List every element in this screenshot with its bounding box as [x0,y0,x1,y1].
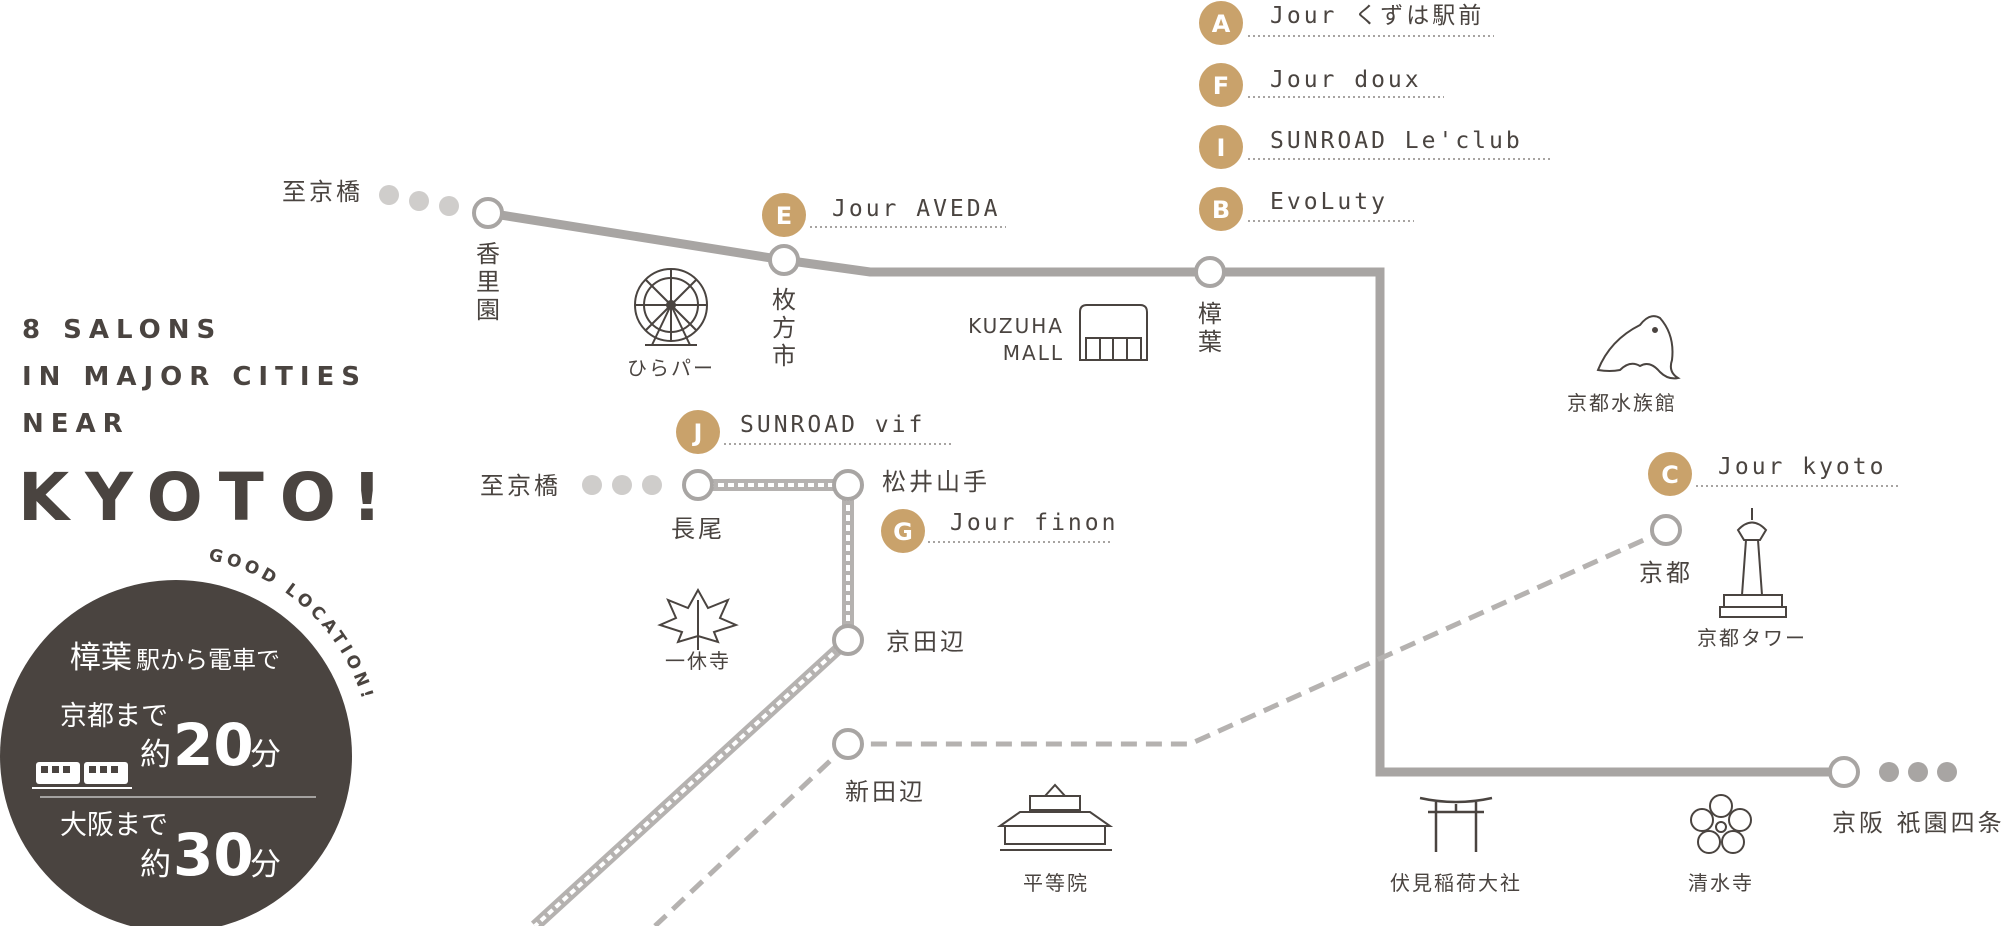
station-hirakatashi [768,244,800,276]
osaka-approx: 約 [140,847,171,883]
kyoto-minutes: 20 [173,711,254,779]
sakura-icon [1690,794,1752,854]
salon-E[interactable]: E Jour AVEDA [762,193,1006,237]
label-aquarium: 京都水族館 [1567,391,1677,415]
label-hirapa: ひらパー [627,356,715,380]
label-shintanabe: 新田辺 [845,778,926,806]
salon-F[interactable]: F Jour doux [1199,63,1444,107]
circle-line1-small: 駅から電車で [136,646,280,674]
salon-name: Jour kyoto [1718,454,1886,480]
station-kyotanabe [832,624,864,656]
label-hirakatashi-2: 方 [772,314,796,342]
travel-time-circle [0,580,352,926]
svg-text:I: I [1217,134,1226,162]
headline-line3: NEAR [22,409,130,439]
salon-A[interactable]: A Jour くずは駅前 [1199,1,1494,45]
salon-C[interactable]: C Jour kyoto [1648,452,1898,496]
label-kuzuha-2: 葉 [1198,328,1222,356]
station-matsuiyamate [832,469,864,501]
osaka-label: 大阪まで [60,810,168,841]
station-nagao [682,469,714,501]
label-hirakatashi-1: 枚 [772,286,796,314]
train-icon [32,762,132,789]
label-kiyomizu: 清水寺 [1688,871,1754,895]
label-hirakatashi-3: 市 [772,342,796,370]
label-fushimi: 伏見稲荷大社 [1390,871,1522,895]
label-kyoto: 京都 [1639,559,1693,587]
salon-badge [762,193,806,237]
label-kourien-1: 香 [476,240,500,268]
svg-text:F: F [1213,72,1229,100]
circle-line1-big: 樟葉 [70,640,132,676]
salon-badge [1199,125,1243,169]
svg-text:B: B [1212,196,1230,224]
station-kuzuha [1194,256,1226,288]
salon-I[interactable]: I SUNROAD Le'club [1199,125,1551,169]
label-kourien-2: 里 [476,268,500,296]
dolphin-icon [1596,315,1681,380]
ferris-wheel-icon [634,268,708,346]
label-kourien-3: 園 [476,296,500,324]
salon-G[interactable]: G Jour finon [881,509,1118,553]
salon-name: Jour AVEDA [832,196,1000,222]
mall-icon [1079,304,1148,361]
torii-icon [1419,796,1493,852]
salon-badge [676,410,720,454]
osaka-unit: 分 [250,847,281,883]
label-kuzuha-mall-1: KUZUHA [968,314,1064,338]
salon-B[interactable]: B EvoLuty [1199,187,1414,231]
salon-name: EvoLuty [1270,189,1388,215]
svg-text:G: G [893,518,913,546]
label-kuzuha-mall-2: MALL [1003,341,1064,365]
kyoto-approx: 約 [140,737,171,773]
salon-J[interactable]: J SUNROAD vif [676,410,952,454]
label-kyoto-tower: 京都タワー [1697,626,1807,650]
svg-text:E: E [776,202,792,230]
osaka-minutes: 30 [173,821,254,889]
station-kourien [472,197,504,229]
byodoin-icon [996,783,1114,851]
headline-big: KYOTO! [18,459,398,536]
salon-name: SUNROAD Le'club [1270,128,1523,154]
headline-line2: IN MAJOR CITIES [22,362,367,392]
salon-badge [1648,452,1692,496]
label-gion: 京阪 祇園四条 [1832,809,2005,837]
headline-line1: 8 SALONS [22,315,222,345]
maple-leaf-icon [657,587,739,650]
svg-text:J: J [692,419,703,447]
label-kyotanabe: 京田辺 [886,628,967,656]
continuation-dots-gion [1879,762,1957,782]
salon-name: Jour finon [950,510,1118,536]
salon-badge [1199,63,1243,107]
katamachi-line [530,479,854,926]
label-ikkyuji: 一休寺 [665,649,731,673]
label-to-kyobashi-top: 至京橋 [282,178,363,206]
svg-text:C: C [1661,461,1679,489]
station-kyoto [1650,514,1682,546]
kyoto-label: 京都まで [60,701,168,732]
label-kuzuha-1: 樟 [1198,300,1222,328]
label-matsuiyamate: 松井山手 [882,468,990,496]
salon-badge [881,509,925,553]
salon-name: SUNROAD vif [740,412,925,438]
kyoto-unit: 分 [250,737,281,773]
continuation-dots-kyobashi-top [379,185,459,216]
label-nagao: 長尾 [671,515,725,543]
salon-badge [1199,1,1243,45]
salon-name: Jour doux [1270,67,1422,93]
kyoto-tower-icon [1719,508,1787,618]
label-to-kyobashi-bottom: 至京橋 [480,472,561,500]
station-gion [1828,756,1860,788]
label-byodoin: 平等院 [1023,871,1089,895]
svg-text:A: A [1212,10,1231,38]
salon-name: Jour くずは駅前 [1270,3,1484,29]
salon-badge [1199,187,1243,231]
kintetsu-line [653,527,1668,926]
station-shintanabe [832,728,864,760]
continuation-dots-kyobashi-bottom [582,475,662,495]
